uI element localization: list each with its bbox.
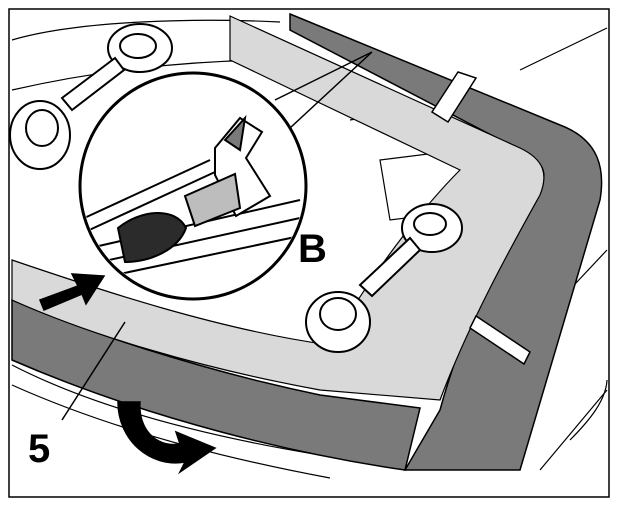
magnifier-detail-circle-icon [78, 71, 308, 301]
suction-cup-icon [305, 203, 463, 353]
arrow-icon [39, 273, 106, 311]
adhesive-tape-right [469, 314, 531, 366]
callout-label-detail: B [298, 227, 327, 271]
callout-leaders [61, 51, 373, 421]
callout-label-part: 5 [28, 427, 50, 471]
suction-cup-icon [9, 23, 173, 170]
adhesive-tape-top [430, 71, 478, 124]
curved-arrow-icon [117, 401, 217, 475]
